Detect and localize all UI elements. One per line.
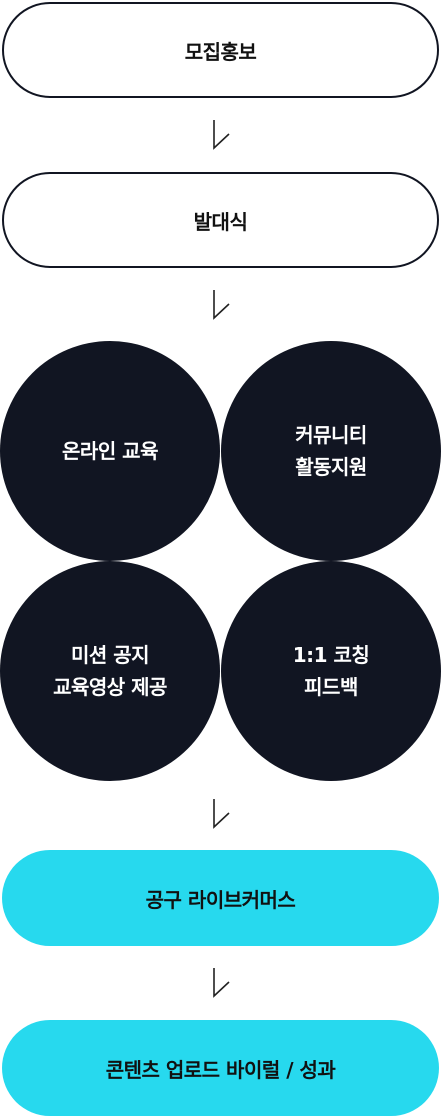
step-content-upload: 콘텐츠 업로드 바이럴 / 성과 (2, 1020, 439, 1116)
step-online-education-label: 온라인 교육 (62, 439, 158, 463)
step-launch-label: 발대식 (193, 209, 248, 234)
step-coaching-feedback-line1: 1:1 코칭 (292, 643, 370, 667)
step-content-upload-label: 콘텐츠 업로드 바이럴 / 성과 (105, 1057, 336, 1082)
step-coaching-feedback-line2: 피드백 (304, 675, 358, 699)
step-mission-notice: 미션 공지 교육영상 제공 (0, 561, 220, 781)
step-recruit-label: 모집홍보 (184, 39, 257, 64)
step-launch: 발대식 (2, 172, 439, 268)
arrow-down-icon (213, 120, 230, 150)
step-coaching-feedback: 1:1 코칭 피드백 (221, 561, 441, 781)
step-group-buy-live-label: 공구 라이브커머스 (145, 887, 296, 912)
step-community-support: 커뮤니티 활동지원 (221, 341, 441, 561)
step-community-support-line2: 활동지원 (295, 455, 367, 479)
arrow-down-icon (213, 799, 230, 829)
arrow-down-icon (213, 968, 230, 998)
step-mission-notice-line1: 미션 공지 (70, 643, 150, 667)
arrow-down-icon (213, 290, 230, 320)
step-mission-notice-line2: 교육영상 제공 (53, 675, 167, 699)
step-group-buy-live: 공구 라이브커머스 (2, 850, 439, 946)
step-recruit: 모집홍보 (2, 2, 439, 98)
step-community-support-line1: 커뮤니티 (295, 423, 367, 447)
step-online-education: 온라인 교육 (0, 341, 220, 561)
